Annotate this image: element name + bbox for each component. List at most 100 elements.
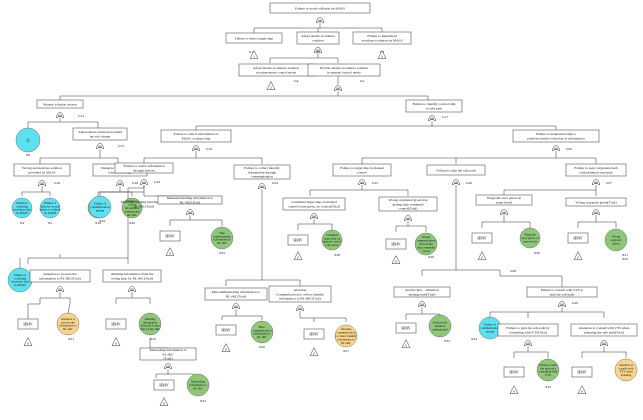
text-line: Misunderstanding information to bbox=[167, 196, 214, 200]
yellow-vts-circle bbox=[614, 358, 638, 382]
transfer-label: 6 bbox=[297, 255, 299, 259]
hmv-label: HMV bbox=[111, 321, 120, 326]
green-misc-circle bbox=[250, 320, 274, 344]
text-line: path/successful collection of informatio… bbox=[527, 137, 584, 141]
text-line: Failure to consult with VTS to bbox=[541, 288, 584, 292]
id-x23: X23 bbox=[200, 399, 206, 403]
gate-label: OR bbox=[166, 365, 170, 369]
g20-or-gate bbox=[552, 144, 560, 152]
text-line: RL-iRC(Trial) bbox=[134, 205, 155, 209]
transfer-label: 6 bbox=[169, 251, 171, 255]
green-plan-vts-circle bbox=[536, 358, 560, 382]
text-line: underground(Trial) bbox=[409, 293, 437, 297]
id-g15: G15 bbox=[118, 144, 124, 148]
text-line: Command bbox=[326, 233, 339, 237]
transfer-3 bbox=[377, 50, 387, 59]
g14-or-gate bbox=[56, 111, 64, 119]
text-line: Wrong bbox=[612, 235, 621, 239]
hmv-miscommunicating bbox=[215, 324, 237, 336]
id-x5: X5 bbox=[48, 221, 53, 225]
gate-label: OR bbox=[194, 147, 198, 151]
event-text-attention_consult: Attention to consult with VTS whenplanni… bbox=[579, 326, 630, 334]
text-line: sensor to achieve bbox=[40, 208, 61, 212]
event-box-fail_collect_ident bbox=[233, 164, 291, 180]
text-line: communication bbox=[91, 205, 110, 209]
text-line: Failure of bbox=[44, 201, 56, 205]
transfer-label: 3 bbox=[381, 54, 383, 58]
transfer-label: 6 bbox=[163, 401, 165, 405]
event-text-top: Failure to avoid collision by MASS bbox=[295, 6, 345, 10]
text-line: with planned route/path bbox=[579, 171, 612, 175]
text-line: understanding bbox=[214, 234, 231, 238]
hmv-absolute bbox=[303, 328, 325, 340]
text-line: waypoint bbox=[610, 238, 621, 242]
green-waypoint-circle bbox=[519, 227, 541, 249]
text-line: underground bbox=[124, 209, 140, 213]
gate-label: OR bbox=[188, 211, 192, 215]
hmv-attention-consult bbox=[571, 366, 593, 378]
g5-or-gate bbox=[334, 84, 342, 92]
text-line: wrong ship for RL-iRC(Trial) bbox=[111, 277, 154, 281]
text-line: VTS when bbox=[620, 370, 633, 374]
hmv-label: HMV bbox=[165, 233, 174, 238]
text-line: information to bbox=[253, 332, 271, 336]
text-line: Failure to identify control ship bbox=[413, 102, 456, 106]
id-g2: G2 bbox=[316, 50, 321, 54]
text-line: Failure to collect identify bbox=[244, 166, 280, 170]
text-line: Omitting bbox=[145, 317, 156, 321]
text-line: Command target ship on manual bbox=[291, 200, 337, 204]
wrong-wp-or-gate bbox=[592, 208, 600, 216]
gate-label: OR bbox=[420, 303, 424, 307]
text-line: Attention to bbox=[61, 317, 76, 321]
event-text-misunderstand: Misunderstanding information toRL-iRC(Tr… bbox=[167, 196, 214, 204]
green-wrong-cmd-circle bbox=[414, 232, 438, 256]
text-line: plan the safe path bbox=[550, 293, 575, 297]
id-x34: X34 bbox=[471, 337, 477, 341]
gate-label: OR bbox=[98, 145, 102, 149]
text-line: RL-iRC bbox=[341, 341, 351, 345]
green-wrong-wp-circle bbox=[604, 228, 628, 252]
gate-label: OR bbox=[298, 307, 302, 311]
gate-label: OR bbox=[118, 182, 122, 186]
transfer-1 bbox=[249, 50, 259, 59]
id-x4: X4 bbox=[20, 221, 25, 225]
text-line: communication bbox=[253, 328, 272, 332]
attention-consult-or-gate bbox=[600, 339, 608, 347]
transfer-label: 6 bbox=[405, 343, 407, 347]
text-line: RL-iRC bbox=[193, 386, 203, 390]
connector bbox=[67, 303, 71, 314]
id-g17: G17 bbox=[442, 115, 448, 119]
gate-label: OR bbox=[312, 215, 316, 219]
transfer-label: 6 bbox=[225, 347, 227, 351]
gate-label: OR bbox=[234, 305, 238, 309]
hmv-label: HMV bbox=[309, 331, 318, 336]
text-line: Failure of bbox=[14, 273, 26, 277]
event-text-service_info: Service info – Attentionunderground(Tria… bbox=[405, 288, 439, 296]
hmv-label: HMV bbox=[509, 369, 518, 374]
green-ship-circle bbox=[210, 226, 234, 250]
text-line: system bbox=[96, 208, 105, 212]
gate-label: OR bbox=[58, 114, 62, 118]
text-line: RL-iRC bbox=[162, 352, 174, 356]
id-x28: X28 bbox=[334, 253, 340, 257]
text-line: Absolute bbox=[294, 288, 307, 292]
text-line: solution bbox=[312, 39, 324, 43]
event-text-miscommunicating: Miscommunicating information toRL-iRC(Tr… bbox=[212, 290, 260, 298]
transfer-6g bbox=[293, 251, 303, 260]
text-line: Failure to plan bbox=[539, 363, 557, 367]
g25-or-gate bbox=[358, 178, 366, 186]
text-line: to collect identify bbox=[335, 334, 357, 338]
id-x6: X6 bbox=[26, 153, 31, 157]
hmv-label: HMV bbox=[577, 369, 586, 374]
id-x32: X32 bbox=[622, 257, 628, 261]
